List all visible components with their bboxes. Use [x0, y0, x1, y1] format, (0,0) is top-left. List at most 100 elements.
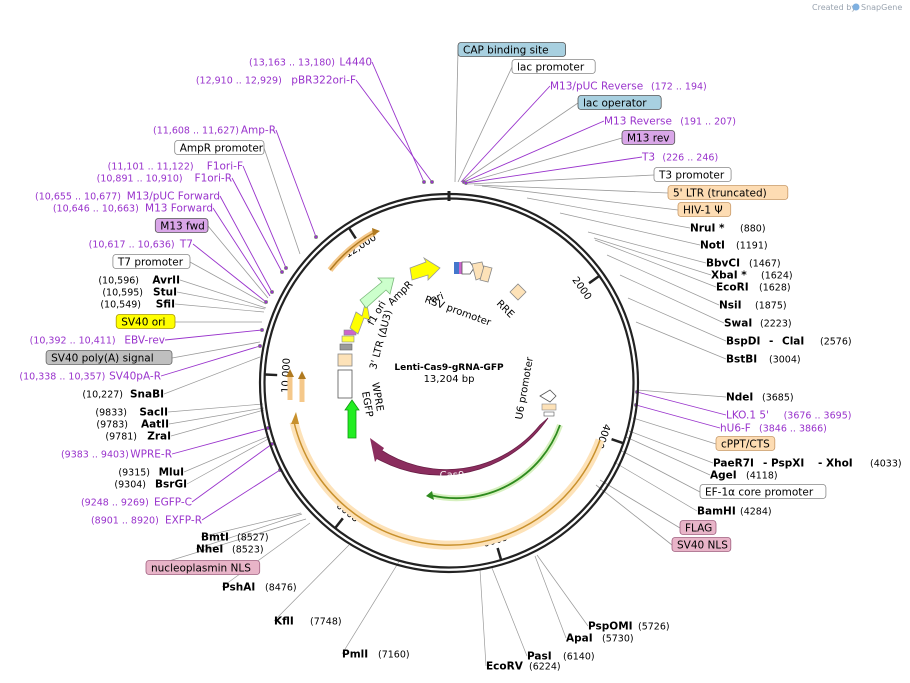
label-m13f[interactable]: M13 Forward(10,646 .. 10,663)	[53, 203, 213, 215]
primer-site-marker	[421, 179, 426, 184]
label-nhei[interactable]: NheI(8523)	[196, 544, 264, 556]
label-nrui[interactable]: NruI *(880)	[690, 223, 766, 235]
label-t7[interactable]: T7(10,617 .. 10,636)	[89, 239, 193, 251]
sv40ori-name: SV40 ori	[121, 317, 165, 329]
label-stui[interactable]: StuI(10,595)	[102, 287, 177, 299]
psp-pos: (5726)	[638, 622, 670, 633]
label-egfpc[interactable]: EGFP-C(9248 .. 9269)	[81, 497, 192, 509]
l4440-name: L4440	[339, 57, 372, 69]
label-mlui[interactable]: MluI(9315)	[118, 467, 184, 479]
label-ef1a[interactable]: EF-1α core promoter	[699, 484, 827, 499]
label-cppt[interactable]: cPPT/CTS	[715, 436, 776, 451]
label-m13rev_r[interactable]: M13 Reverse(191 .. 207)	[604, 116, 736, 128]
ebvrev-name: EBV-rev	[124, 335, 165, 347]
label-zrai[interactable]: ZraI(9781)	[105, 431, 171, 443]
label-ecori[interactable]: EcoRI(1628)	[716, 282, 791, 294]
leader-ecorv	[479, 569, 487, 667]
label-pbr322[interactable]: pBR322ori-F(12,910 .. 12,929)	[196, 75, 356, 87]
label-swai[interactable]: SwaI(2223)	[724, 318, 792, 330]
label-bamhi[interactable]: BamHI(4284)	[697, 506, 772, 518]
label-sacii[interactable]: SacII(9833)	[95, 407, 168, 419]
paer7i-pos: (4033)	[870, 459, 902, 470]
label-lko[interactable]: LKO.1 5'(3676 .. 3695)	[726, 410, 851, 422]
label-kfli[interactable]: KflI(7748)	[274, 616, 342, 628]
label-sv40nls[interactable]: SV40 NLS	[671, 537, 732, 552]
noti-pos: (1191)	[736, 241, 768, 252]
label-ebvrev[interactable]: EBV-rev (10,392 .. 10,411)	[30, 335, 165, 347]
label-noti[interactable]: NotI(1191)	[700, 240, 768, 252]
label-f1orir[interactable]: F1ori-R(10,891 .. 10,910)	[97, 173, 232, 185]
label-apai[interactable]: ApaI(5730)	[566, 633, 634, 645]
leader-mlui	[183, 435, 270, 473]
m13rev_r-range: (191 .. 207)	[680, 117, 736, 128]
leader-zrai	[170, 409, 265, 437]
sv40par-name: SV40pA-R	[109, 371, 161, 383]
leader-t3prom	[467, 174, 655, 185]
label-avrii[interactable]: AvrII(10,596)	[98, 275, 180, 287]
label-wprer[interactable]: WPRE-R(9383 .. 9403)	[61, 449, 172, 461]
label-sfii[interactable]: SfiI(10,549)	[100, 299, 175, 311]
label-bspdi[interactable]: BspDI-ClaI(2576)	[726, 336, 852, 348]
label-f1orif[interactable]: F1ori-F(11,101 .. 11,122)	[108, 161, 243, 173]
label-nucnls[interactable]: nucleoplasmin NLS	[145, 560, 261, 575]
label-pasi[interactable]: PasI(6140)	[527, 651, 595, 663]
leader-ampr	[275, 129, 317, 238]
label-pshai[interactable]: PshAI(8476)	[222, 582, 297, 594]
leader-f1orif	[242, 165, 287, 269]
label-ampr[interactable]: Amp-R(11,608 .. 11,627)	[153, 125, 276, 137]
label-l4440[interactable]: L4440(13,163 .. 13,180)	[249, 57, 372, 69]
aatii-name: AatII	[141, 419, 169, 431]
label-xbai[interactable]: XbaI *(1624)	[711, 270, 793, 282]
leader-cppt	[632, 417, 717, 445]
label-t7prom[interactable]: T7 promoter	[112, 254, 191, 269]
leader-amprprom	[263, 147, 301, 255]
label-snabi[interactable]: SnaBI(10,227)	[82, 389, 164, 401]
label-aatii[interactable]: AatII(9783)	[96, 419, 169, 431]
label-flag[interactable]: FLAG	[679, 520, 717, 535]
label-pmli[interactable]: PmlI(7160)	[342, 649, 410, 661]
label-m13fwd[interactable]: M13 fwd	[154, 218, 209, 233]
label-lacprom[interactable]: lac promoter	[511, 59, 596, 74]
sv40nls-name: SV40 NLS	[677, 540, 728, 552]
label-m13pucf[interactable]: M13/pUC Forward(10,655 .. 10,677)	[35, 191, 220, 203]
label-exfpr[interactable]: EXFP-R(8901 .. 8920)	[91, 515, 202, 527]
label-bbvci[interactable]: BbvCI(1467)	[706, 258, 781, 270]
bmti-name: BmtI	[201, 532, 229, 544]
leader-lacop	[461, 102, 579, 183]
ebvrev-range: (10,392 .. 10,411)	[30, 336, 116, 347]
label-sv40ori[interactable]: SV40 ori	[115, 314, 176, 329]
label-bmti[interactable]: BmtI(8527)	[201, 532, 269, 544]
label-paer7i[interactable]: PaeR7I- PspXI- XhoI(4033)	[713, 458, 902, 470]
exfpr-name: EXFP-R	[165, 515, 202, 527]
label-t3[interactable]: T3(226 .. 246)	[641, 152, 718, 164]
ef1a-name: EF-1α core promoter	[705, 487, 814, 499]
label-nsii[interactable]: NsiI(1875)	[719, 300, 787, 312]
label-ndei[interactable]: NdeI(3685)	[726, 392, 794, 404]
label-sv40pa[interactable]: SV40 poly(A) signal	[45, 350, 173, 365]
plasmid-name: Lenti-Cas9-gRNA-GFP	[394, 363, 504, 373]
label-amprprom[interactable]: AmpR promoter	[174, 140, 265, 155]
label-lacop[interactable]: lac operator	[577, 95, 662, 110]
label-ecorv[interactable]: EcoRV(6224)	[486, 661, 561, 673]
label-hiv[interactable]: HIV-1 Ψ	[677, 202, 732, 217]
t3-range: (226 .. 246)	[662, 153, 718, 164]
orange-arc-arrow-icon	[291, 412, 299, 424]
label-cap[interactable]: CAP binding site	[457, 42, 566, 57]
label-hu6[interactable]: hU6-F(3846 .. 3866)	[720, 423, 827, 435]
tick-label-12000: 12,000	[343, 232, 378, 260]
leader-aatii	[168, 407, 265, 425]
label-psp[interactable]: PspOMI(5726)	[588, 621, 670, 633]
label-bsrgi[interactable]: BsrGI(9304)	[114, 479, 187, 491]
label-sv40par[interactable]: SV40pA-R(10,338 .. 10,357)	[19, 371, 161, 383]
label-t3prom[interactable]: T3 promoter	[653, 167, 732, 182]
label-bstbi[interactable]: BstBI(3004)	[726, 354, 801, 366]
bspdi-sep: -	[769, 336, 773, 348]
label-agei[interactable]: AgeI(4118)	[710, 470, 778, 482]
features: Cas9 ori AmpR f1 ori 3' LTR (ΔU3) RSV	[286, 228, 605, 550]
sv40-arrow-icon	[286, 369, 294, 377]
lacprom-name: lac promoter	[517, 62, 585, 74]
label-ltr5[interactable]: 5' LTR (truncated)	[667, 185, 789, 200]
label-m13puc_rev[interactable]: M13/pUC Reverse(172 .. 194)	[550, 81, 707, 93]
leader-psp	[536, 554, 589, 627]
label-m13rev[interactable]: M13 rev	[621, 130, 676, 145]
